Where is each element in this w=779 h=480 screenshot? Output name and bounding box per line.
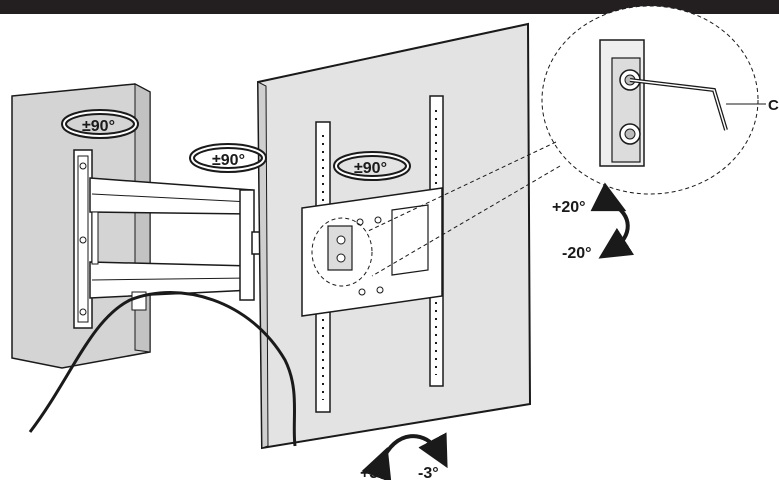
rotation-arrows — [61, 109, 635, 480]
wall-swivel-label: ±90° — [82, 118, 115, 135]
plate-rotation-label: ±90° — [354, 160, 387, 177]
arm-swivel-label: ±90° — [212, 152, 245, 169]
callout-label: C — [768, 97, 779, 114]
tilt-up-label: +20° — [552, 199, 586, 216]
header-bar — [0, 0, 779, 14]
tilt-down-label: -20° — [562, 245, 592, 262]
level-minus-label: -3° — [418, 465, 439, 480]
wall-bracket — [73, 149, 93, 329]
detail-zoom — [311, 5, 766, 287]
power-cable — [28, 291, 297, 447]
level-plus-label: +3° — [360, 465, 385, 480]
